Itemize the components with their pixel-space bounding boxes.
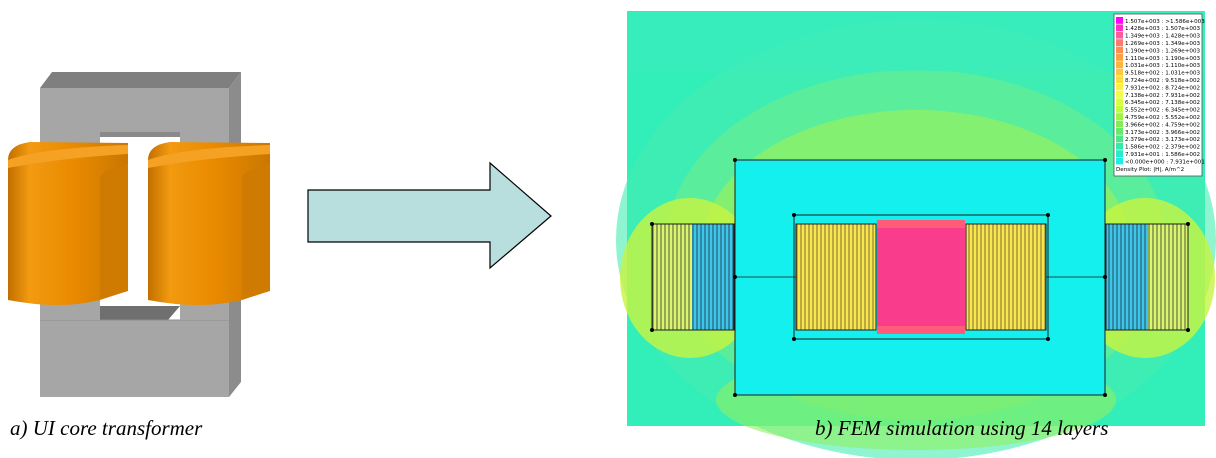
legend-range-label: 1.586e+002 : 2.379e+002 <box>1125 145 1200 151</box>
legend-range-label: 7.931e+002 : 8.724e+002 <box>1125 85 1200 91</box>
legend-range-label: 1.110e+003 : 1.190e+003 <box>1125 56 1201 62</box>
legend-range-label: 3.173e+002 : 3.966e+002 <box>1125 130 1200 136</box>
legend-swatch <box>1116 54 1123 61</box>
legend-swatch <box>1116 142 1123 150</box>
legend-swatch <box>1116 39 1123 46</box>
legend-range-label: 1.269e+003 : 1.349e+003 <box>1125 41 1201 47</box>
inner-right-winding <box>966 224 1046 330</box>
core-top-face <box>40 72 241 88</box>
legend-swatch <box>1116 128 1123 135</box>
legend-title: Density Plot: |H|, A/m^2 <box>1116 167 1184 173</box>
legend-range-label: 6.345e+002 : 7.138e+002 <box>1125 100 1200 106</box>
legend-swatch <box>1116 76 1123 83</box>
legend-range-label: 1.190e+003 : 1.269e+003 <box>1125 48 1201 54</box>
legend-range-label: 8.724e+002 : 9.518e+002 <box>1125 78 1200 84</box>
i-core-top-face <box>88 306 180 320</box>
fem-center-leg-high-field <box>877 220 965 334</box>
transform-arrow <box>307 161 552 270</box>
ui-core-transformer-illustration <box>8 72 270 397</box>
legend-range-label: 7.138e+002 : 7.931e+002 <box>1125 93 1200 99</box>
legend-swatch <box>1116 46 1123 54</box>
legend-range-label: 1.031e+003 : 1.110e+003 <box>1125 63 1201 69</box>
legend-range-label: 7.931e+001 : 1.586e+002 <box>1125 152 1200 158</box>
legend-swatch <box>1116 157 1123 165</box>
legend-range-label: 2.379e+002 : 3.173e+002 <box>1125 137 1200 143</box>
legend-range-label: 5.552e+002 : 6.345e+002 <box>1125 108 1200 114</box>
legend-swatch <box>1116 17 1123 24</box>
legend-range-label: 4.759e+002 : 5.552e+002 <box>1125 115 1200 121</box>
legend-range-label: 1.428e+003 : 1.507e+003 <box>1125 26 1201 32</box>
legend-range-label: 1.349e+003 : 1.428e+003 <box>1125 34 1201 40</box>
legend-swatch <box>1116 24 1123 32</box>
right-coil <box>148 142 270 305</box>
legend-swatch <box>1116 31 1123 39</box>
legend-swatch <box>1116 105 1123 113</box>
legend-swatch <box>1116 61 1123 69</box>
legend-swatch <box>1116 91 1123 98</box>
caption-ui-core-transformer: a) UI core transformer <box>10 416 203 440</box>
caption-fem-simulation: b) FEM simulation using 14 layers <box>815 416 1109 440</box>
legend-swatch <box>1116 98 1123 106</box>
legend-range-label: <0.000e+000 : 7.931e+001 <box>1125 159 1205 165</box>
legend-swatch <box>1116 68 1123 76</box>
i-core-front <box>40 320 229 397</box>
core-window-shadow <box>100 132 180 137</box>
legend-range-label: 1.507e+003 : >1.586e+003 <box>1125 19 1205 25</box>
legend-swatch <box>1116 83 1123 91</box>
legend-swatch <box>1116 120 1123 128</box>
legend-swatch <box>1116 150 1123 157</box>
legend-range-label: 9.518e+002 : 1.031e+003 <box>1125 71 1201 77</box>
legend-swatch <box>1116 113 1123 120</box>
inner-left-winding <box>796 224 876 330</box>
left-coil <box>8 142 128 305</box>
legend-range-label: 3.966e+002 : 4.759e+002 <box>1125 122 1200 128</box>
legend-swatch <box>1116 135 1123 143</box>
